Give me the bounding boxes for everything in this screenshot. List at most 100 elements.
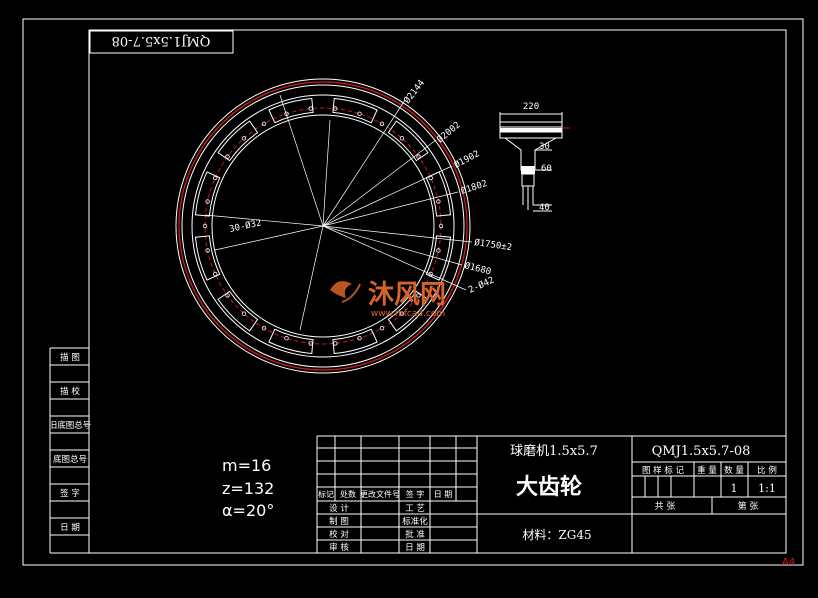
dimension-leader [322,225,467,291]
left-sign-column [49,347,90,554]
dimension-leader [299,225,324,331]
scale-value: 1:1 [758,482,776,495]
dimension-leader [204,214,324,227]
revision-header: 签 字 [406,489,425,499]
material: 材料：ZG45 [522,528,591,542]
bolt-hole [436,248,441,253]
dimension-leader [279,94,324,227]
total-sheets: 共 张 [655,501,676,512]
sign-label: 标准化 [402,516,428,527]
inner-frame [88,29,787,554]
left-col-label: 旧底图总号 [49,420,92,431]
header-label: 数 量 [724,465,744,476]
sign-label: 审 核 [329,542,349,553]
dim-holes: 30-Ø32 [228,217,262,235]
bolt-hole [261,121,267,126]
bolt-circle [204,107,442,345]
dim-d1802: Ø1802 [460,178,489,197]
dimension-leader [214,225,324,251]
dim-d1750: Ø1750±2 [474,237,513,253]
bolt-hole [357,336,362,341]
header-label: 比 例 [757,465,777,476]
left-col-label: 签 字 [60,488,80,499]
web-slot [217,120,259,162]
gear-pitch-circle [178,81,468,371]
bolt-hole [416,293,421,298]
drawing-code-rotated: QMJ1.5x5.7-08 [112,33,211,48]
bolt-hole [379,326,385,331]
sign-label: 批 准 [405,529,425,540]
sign-label: 日 期 [405,543,425,553]
web-slot [194,235,221,281]
param-teeth: z=132 [222,479,274,498]
bolt-hole [416,154,421,159]
bolt-hole [379,121,385,126]
web-slot [217,290,259,332]
bore-circle [211,114,435,338]
gear-front-view [175,78,473,374]
bolt-hole [225,154,230,159]
bolt-hole [212,175,218,181]
dim-section-b: 60 [541,164,552,174]
dim-section-c: 40 [539,203,550,213]
bolt-hole [333,341,338,346]
dim-d2002: Ø2002 [435,119,463,145]
dim-d1680: Ø1680 [463,260,492,277]
revision-header: 标记 [318,489,334,499]
watermark-url: www.mfcad.com [371,309,445,319]
web-slot [268,97,314,124]
left-col-label: 底图总号 [53,454,87,465]
dim-d2144: Ø2144 [402,78,427,106]
revision-header: 处数 [340,489,356,499]
web-slot [332,97,378,124]
web-slot [332,328,378,355]
dim-2-d42: 2-Ø42 [467,275,496,296]
dimension-leader [322,225,473,243]
bolt-hole [308,106,313,111]
left-col-label: 描 图 [60,352,80,363]
bolt-hole [333,106,338,111]
outer-border [22,18,804,566]
code-box [89,30,234,54]
dimension-leader [322,99,406,227]
section-view [499,112,570,212]
dim-section-width: 220 [523,102,539,112]
quantity-value: 1 [731,482,738,495]
gear-outer-circle [175,78,471,374]
gear-root-circle [181,84,465,368]
bolt-hole [205,199,210,204]
web-slot [194,171,221,217]
dim-d1902: Ø1902 [452,148,481,170]
bolt-hole [225,293,230,298]
bolt-hole [399,311,405,316]
param-module: m=16 [222,456,271,475]
bolt-hole [261,326,267,331]
dimension-leader [322,139,437,227]
dimension-leader [322,165,453,227]
bolt-hole [205,248,210,253]
bolt-hole [428,271,433,277]
param-angle: α=20° [222,501,274,520]
drawing-number: QMJ1.5x5.7-08 [652,444,751,459]
sign-label: 校 对 [329,529,349,540]
bolt-hole [212,271,218,277]
bolt-hole [438,223,444,229]
bolt-hole [241,311,247,316]
revision-header: 更改文件号 [360,489,400,499]
title-block [316,435,786,553]
bolt-hole [284,336,289,341]
web-slot [425,171,452,217]
header-label: 重 量 [697,465,717,476]
rim-inner-circle [191,94,455,358]
dimension-leader [322,225,463,266]
revision-header: 日 期 [434,490,453,499]
header-label: 图 样 标 记 [642,465,685,476]
part-name: 大齿轮 [516,474,582,500]
sheet-number: 第 张 [738,500,759,512]
watermark-text: 沐风网 [368,280,446,310]
bolt-hole [399,136,405,141]
bolt-hole [357,111,362,116]
web-slot [387,120,429,162]
sign-label: 制 图 [329,516,349,527]
